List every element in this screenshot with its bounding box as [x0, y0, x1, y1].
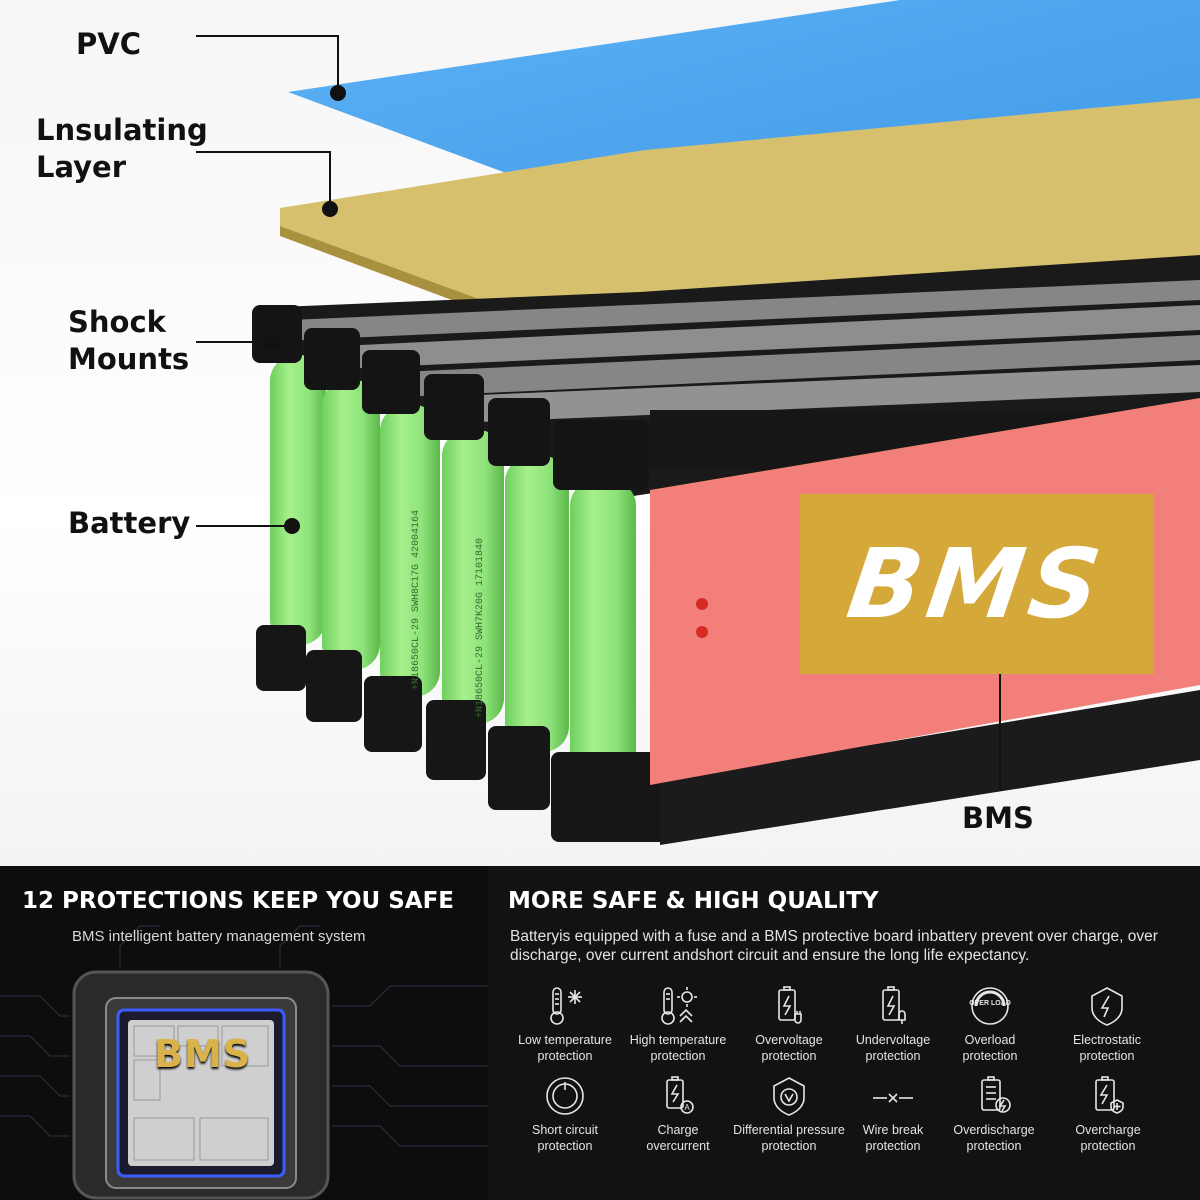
cell-print-b: +N18650CL-29 SWH7K20G 17101840: [475, 538, 486, 718]
battery-pack-illustration: +N18650CL-29 SWH8C17G 42004164 +N18650CL…: [0, 0, 1200, 866]
bms-plate-text: BMS: [841, 528, 1113, 640]
protections-title: 12 PROTECTIONS KEEP YOU SAFE: [22, 888, 455, 914]
battery-bolt-unplug-icon: [871, 984, 915, 1028]
battery-bolt-plug-icon: [767, 984, 811, 1028]
chip-label: BMS: [154, 1032, 252, 1076]
label-shock-mounts: Shock Mounts: [68, 304, 268, 378]
thermometer-sun-icon: [656, 984, 700, 1028]
left-panel: 12 PROTECTIONS KEEP YOU SAFE BMS intelli…: [0, 866, 488, 1200]
label-pvc: PVC: [76, 27, 141, 61]
quality-description: Batteryis equipped with a fuse and a BMS…: [510, 928, 1158, 964]
shield-v-icon: [767, 1074, 811, 1118]
chip-icon: [72, 970, 330, 1200]
battery-discharge-icon: [972, 1074, 1016, 1118]
right-panel: MORE SAFE & HIGH QUALITY Batteryis equip…: [488, 866, 1200, 1200]
label-shock-line1: Shock: [68, 305, 166, 339]
label-insulating-line1: Lnsulating: [36, 113, 208, 147]
label-bms: BMS: [962, 801, 1034, 835]
power-circle-icon: [543, 1074, 587, 1118]
battery-shield-icon: [1086, 1074, 1130, 1118]
exploded-view-drawing: +N18650CL-29 SWH8C17G 42004164 +N18650CL…: [196, 0, 1200, 845]
bms-chip: BMS: [70, 968, 332, 1200]
protections-subtitle: BMS intelligent battery management syste…: [72, 928, 366, 945]
battery-cells: [270, 355, 636, 780]
battery-ampere-icon: A: [656, 1074, 700, 1118]
label-insulating-line2: Layer: [36, 150, 127, 184]
holder-bottom: [256, 625, 1200, 845]
overload-gauge-icon: OVER LOAD: [968, 984, 1012, 1028]
wire-break-icon: [871, 1074, 915, 1118]
overload-badge: OVER LOAD: [969, 1000, 1011, 1007]
label-insulating-layer: Lnsulating Layer: [36, 112, 236, 186]
features-panel: 12 PROTECTIONS KEEP YOU SAFE BMS intelli…: [0, 866, 1200, 1200]
bms-plate: BMS: [800, 494, 1154, 674]
cell-print-a: +N18650CL-29 SWH8C17G 42004164: [411, 510, 422, 690]
thermometer-snowflake-icon: [543, 984, 587, 1028]
shield-bolt-icon: [1085, 984, 1129, 1028]
quality-title: MORE SAFE & HIGH QUALITY: [508, 888, 879, 914]
label-shock-line2: Mounts: [68, 342, 190, 376]
circuit-background: [0, 925, 488, 1147]
svg-text:A: A: [684, 1103, 690, 1112]
label-battery: Battery: [68, 506, 191, 540]
